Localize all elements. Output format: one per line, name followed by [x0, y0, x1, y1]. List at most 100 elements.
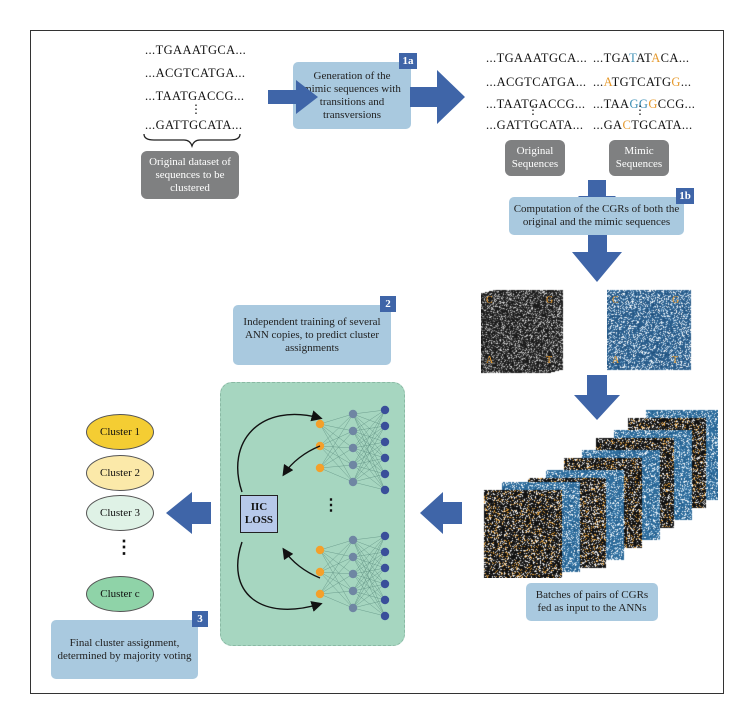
- network-edge: [319, 430, 354, 469]
- sequence-fragment: ...TAA: [593, 97, 630, 111]
- output-node: [380, 453, 390, 463]
- network-edge: [352, 573, 386, 617]
- cluster-3: Cluster 3: [86, 495, 154, 531]
- vertical-dots: ⋮: [190, 102, 203, 116]
- network-edge: [352, 539, 386, 569]
- neural-network-diagram: [237, 405, 390, 621]
- network-edge: [352, 413, 386, 427]
- mutated-base: A: [603, 75, 612, 89]
- network-edge: [319, 556, 354, 573]
- network-edge: [319, 573, 354, 595]
- network-edge: [352, 464, 386, 475]
- network-edge: [319, 556, 354, 595]
- hidden-node: [348, 552, 358, 562]
- network-edge: [319, 571, 354, 592]
- network-edge: [352, 535, 386, 541]
- vertical-dots: ⋮: [527, 103, 540, 117]
- feedback-arrow: [237, 541, 323, 612]
- cgr-label: A: [486, 355, 494, 366]
- vertical-dots: ⋮: [634, 103, 647, 117]
- network-edge: [319, 571, 354, 609]
- network-edge: [352, 583, 386, 609]
- arrow-down-2: [572, 235, 622, 282]
- network-edge: [319, 413, 354, 469]
- network-edge: [319, 549, 354, 558]
- arrow-down-3: [574, 375, 620, 420]
- network-edge: [352, 425, 386, 432]
- sequence-line: ...TGAAATGCA...: [145, 43, 247, 57]
- input-node: [315, 567, 325, 577]
- arrow-right-1: [268, 80, 318, 114]
- network-edge: [319, 447, 354, 469]
- network-ellipsis: ⋮: [323, 497, 339, 514]
- cgr-label: T: [546, 355, 553, 366]
- network-edge: [352, 425, 386, 466]
- mutated-base: A: [651, 51, 661, 65]
- network-edge: [352, 447, 386, 459]
- cgr-label: G: [672, 295, 680, 306]
- network-edge: [352, 413, 386, 443]
- step-1a-badge: 1a: [399, 53, 417, 69]
- network-edge: [352, 457, 386, 466]
- network-edge: [352, 441, 386, 449]
- network-edge: [352, 413, 386, 475]
- iic-loss-box: IIC LOSS: [240, 495, 278, 533]
- network-edge: [352, 457, 386, 483]
- sequence-line: ...TAATGACCG...: [486, 97, 586, 111]
- output-node: [380, 595, 390, 605]
- step-3-badge: 3: [192, 611, 208, 627]
- mimic-sequences-box: Mimic Sequences: [609, 140, 669, 176]
- network-edge: [352, 535, 386, 609]
- mutated-base: C: [622, 118, 632, 132]
- network-edge: [319, 467, 354, 483]
- output-node: [380, 563, 390, 573]
- network-edge: [352, 535, 386, 558]
- network-edge: [352, 409, 386, 466]
- input-node: [315, 545, 325, 555]
- network-edge: [352, 409, 386, 483]
- sequence-line: ...GATTGCATA...: [486, 118, 584, 132]
- cgr-label: T: [672, 355, 679, 366]
- sequence-line: ...ACGTCATGA...: [486, 75, 587, 89]
- network-edge: [352, 535, 386, 575]
- network-edge: [352, 430, 386, 475]
- network-edge: [352, 556, 386, 617]
- network-edge: [352, 481, 386, 491]
- network-edge: [319, 549, 354, 592]
- network-edge: [352, 551, 386, 609]
- hidden-node: [348, 603, 358, 613]
- feedback-arrow: [282, 547, 321, 579]
- step-2-box: Independent training of several ANN copi…: [233, 305, 391, 365]
- network-edge: [352, 573, 386, 601]
- network-edge: [352, 409, 386, 415]
- network-edge: [319, 430, 354, 447]
- network-edge: [352, 551, 386, 558]
- step-1a-box: Generation of the mimic sequences with t…: [293, 62, 411, 129]
- cgr-label: A: [612, 355, 620, 366]
- mimic-sequence-line: ...GACTGCATA...: [593, 118, 692, 132]
- curly-brace: [143, 133, 241, 149]
- network-edge: [352, 567, 386, 609]
- network-edge: [319, 423, 354, 466]
- network-edge: [319, 539, 354, 573]
- mutated-base: T: [629, 51, 637, 65]
- network-edge: [352, 556, 386, 601]
- network-edge: [352, 535, 386, 592]
- network-edge: [352, 556, 386, 569]
- cgr-label: G: [546, 295, 554, 306]
- network-edge: [352, 473, 386, 483]
- network-edge: [352, 567, 386, 575]
- network-edge: [352, 539, 386, 585]
- network-edge: [352, 441, 386, 483]
- sequence-fragment: ...: [680, 75, 692, 89]
- network-edge: [352, 447, 386, 475]
- network-edge: [352, 430, 386, 443]
- network-edge: [352, 464, 386, 491]
- feedback-arrow: [282, 445, 321, 477]
- mutated-base: G: [648, 97, 658, 111]
- hidden-node: [348, 569, 358, 579]
- network-edge: [319, 464, 354, 469]
- arrow-right-2: [410, 70, 465, 124]
- network-edge: [319, 590, 354, 595]
- cluster-dots: ⋮: [115, 537, 133, 557]
